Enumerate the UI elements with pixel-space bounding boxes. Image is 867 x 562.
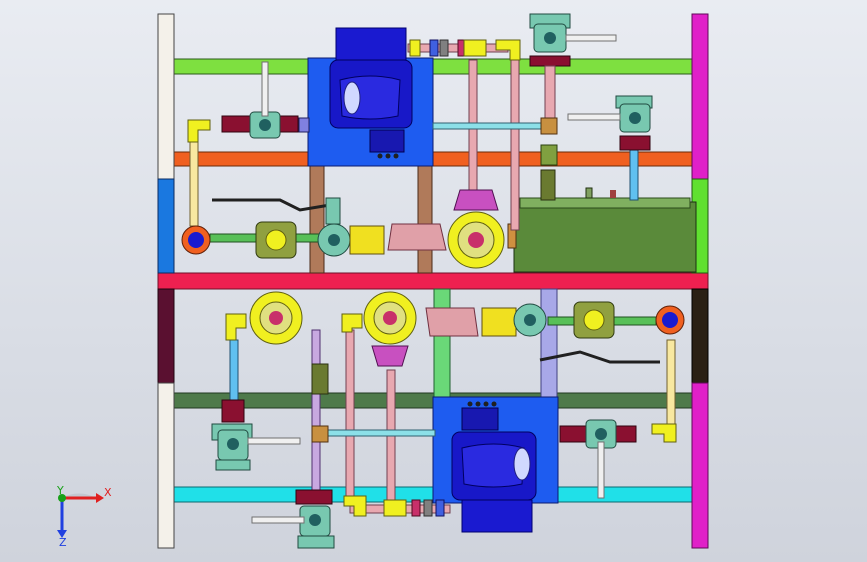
- upper-coupling: [387, 223, 447, 251]
- y-axis-label: Y: [56, 484, 64, 497]
- lower-pump-left: [225, 291, 303, 345]
- upper-pump: [447, 189, 505, 269]
- lower-bottom-fittings: [343, 495, 451, 517]
- oil-tank: [507, 187, 697, 273]
- upper-pipes: [189, 59, 639, 243]
- z-axis-label: Z: [59, 536, 67, 549]
- brown-column-left: [309, 164, 325, 274]
- lower-left-valve: [211, 399, 301, 471]
- upper-ball-valve-left: [181, 198, 337, 259]
- lower-coupling: [425, 307, 479, 337]
- lower-right-valve: [559, 419, 677, 499]
- upper-motor: [307, 27, 434, 167]
- upper-pump-gear: [317, 197, 385, 257]
- lower-left-strainer: [311, 363, 329, 443]
- top-fittings: [407, 39, 521, 61]
- lower-pump-gear: [481, 303, 547, 337]
- brown-column-right: [417, 164, 433, 274]
- lower-ball-valve-right: [539, 301, 685, 364]
- green-column: [433, 288, 451, 398]
- lower-pump-center: [341, 291, 417, 367]
- upper-left-valve: [187, 61, 310, 143]
- lower-motor: [432, 396, 559, 533]
- coordinate-triad: X Y Z: [56, 484, 112, 549]
- upper-side-valve: [567, 95, 653, 151]
- left-post: [157, 13, 175, 549]
- middle-red-beam: [157, 272, 709, 290]
- lavender-column: [540, 288, 558, 398]
- lower-bottom-valve: [251, 489, 335, 549]
- upper-right-valve: [529, 13, 617, 201]
- right-post: [691, 13, 709, 549]
- x-axis-label: X: [104, 486, 112, 499]
